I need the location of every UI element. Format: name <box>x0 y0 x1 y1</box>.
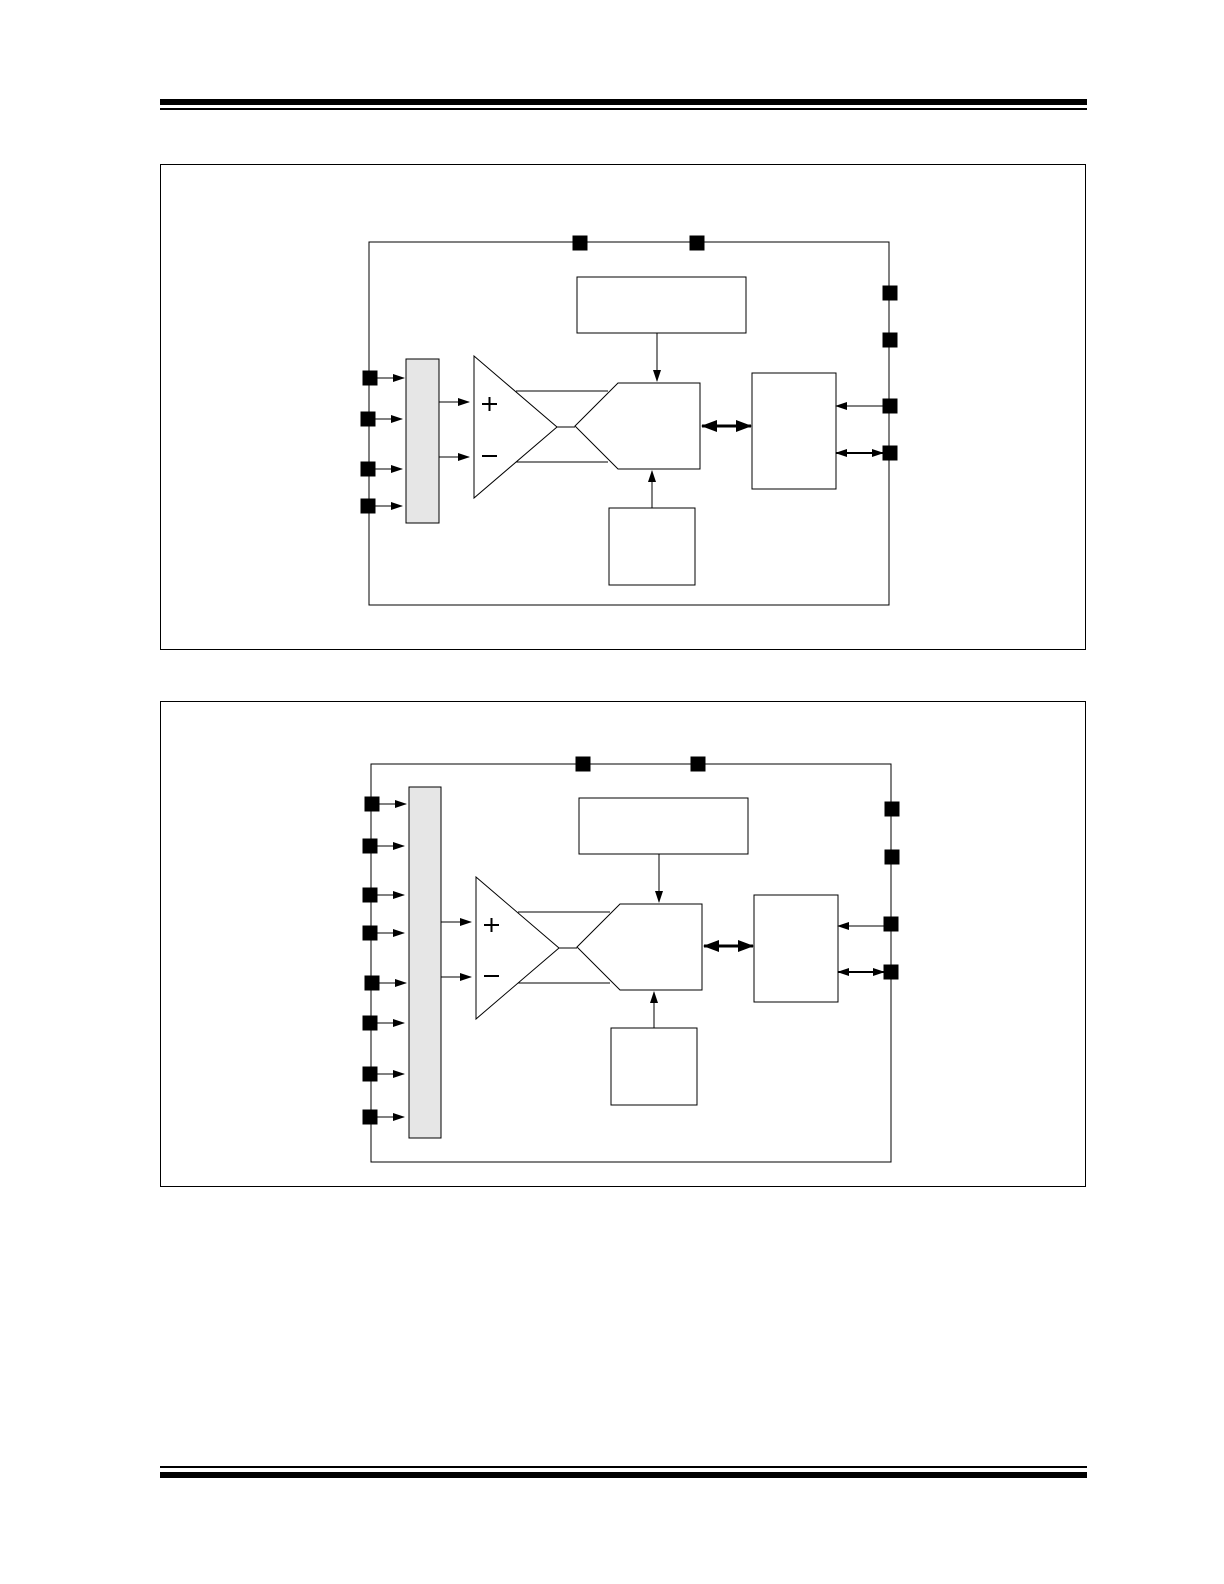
pin-top <box>572 235 588 251</box>
footer-rule-thin <box>160 1466 1087 1468</box>
pin-right <box>882 285 898 301</box>
pin-top <box>689 235 705 251</box>
serial-interface-block <box>751 372 837 490</box>
differential-amplifier-triangle <box>475 875 560 1021</box>
pin-input <box>362 1066 378 1082</box>
footer-rule-thick <box>160 1472 1087 1478</box>
pin-input <box>360 411 376 427</box>
adc-block <box>574 382 701 470</box>
device-package-outline <box>370 763 892 1163</box>
pin-input <box>364 796 380 812</box>
clock-block <box>578 797 749 855</box>
adc-block <box>576 903 703 991</box>
differential-amplifier-triangle <box>473 354 558 500</box>
pin-right <box>883 916 899 932</box>
device-package-outline <box>368 241 890 606</box>
pin-top <box>575 756 591 772</box>
figure-frame-2 <box>160 701 1086 1187</box>
input-multiplexer-block <box>408 786 442 1139</box>
pin-input <box>362 838 378 854</box>
header-rule-thick <box>160 99 1087 105</box>
pin-input <box>362 1109 378 1125</box>
header-rule-thin <box>160 108 1087 110</box>
pin-right <box>884 801 900 817</box>
clock-block <box>576 276 747 334</box>
pin-right <box>883 964 899 980</box>
pin-top <box>690 756 706 772</box>
serial-interface-block <box>753 894 839 1003</box>
block-diagram-1 <box>360 235 898 606</box>
figure-frame-1 <box>160 164 1086 650</box>
block-diagram-2 <box>362 756 900 1163</box>
input-multiplexer-block <box>405 358 440 524</box>
pin-right <box>884 849 900 865</box>
pin-input <box>360 461 376 477</box>
pin-input <box>360 498 376 514</box>
pin-input <box>362 887 378 903</box>
reference-block <box>610 1027 698 1106</box>
pin-input <box>362 925 378 941</box>
reference-block <box>608 507 696 586</box>
pin-input <box>364 975 380 991</box>
pin-right <box>882 445 898 461</box>
pin-right <box>882 398 898 414</box>
pin-input <box>362 1015 378 1031</box>
pin-right <box>882 332 898 348</box>
pin-input <box>362 370 378 386</box>
